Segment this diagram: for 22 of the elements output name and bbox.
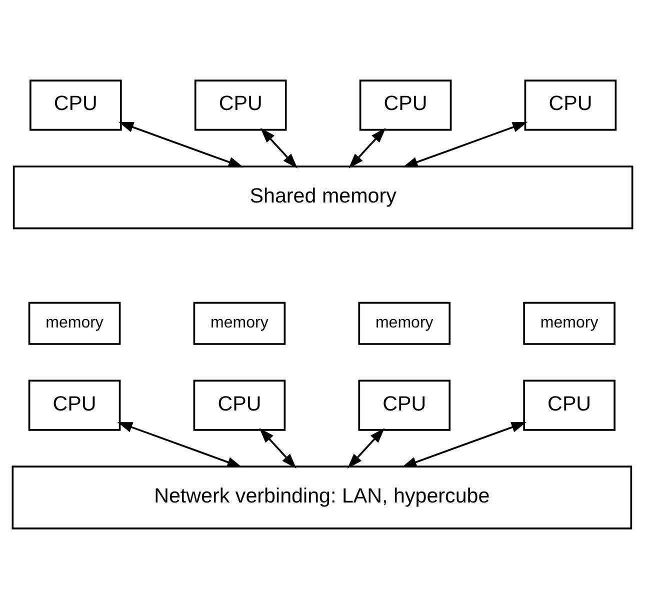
arrow <box>259 428 296 468</box>
arrow <box>401 422 527 468</box>
node-box: CPU <box>193 380 286 431</box>
node-box: CPU <box>30 80 122 131</box>
node-box: CPU <box>194 80 287 131</box>
node-box: CPU <box>359 80 452 131</box>
node-box: CPU <box>524 80 617 131</box>
node-box: CPU <box>358 380 451 431</box>
node-box: CPU <box>523 380 616 431</box>
arrow <box>348 128 386 168</box>
arrow <box>402 122 528 168</box>
node-box: memory <box>358 302 451 345</box>
node-box: memory <box>28 302 121 345</box>
node-box: Netwerk verbinding: LAN, hypercube <box>12 466 632 530</box>
node-box: memory <box>193 302 286 345</box>
arrow <box>260 128 298 168</box>
arrow <box>118 122 244 168</box>
arrow <box>117 422 242 468</box>
node-box: CPU <box>28 380 121 431</box>
arrow <box>347 428 385 468</box>
node-box: Shared memory <box>12 166 634 230</box>
node-box: memory <box>523 302 616 345</box>
